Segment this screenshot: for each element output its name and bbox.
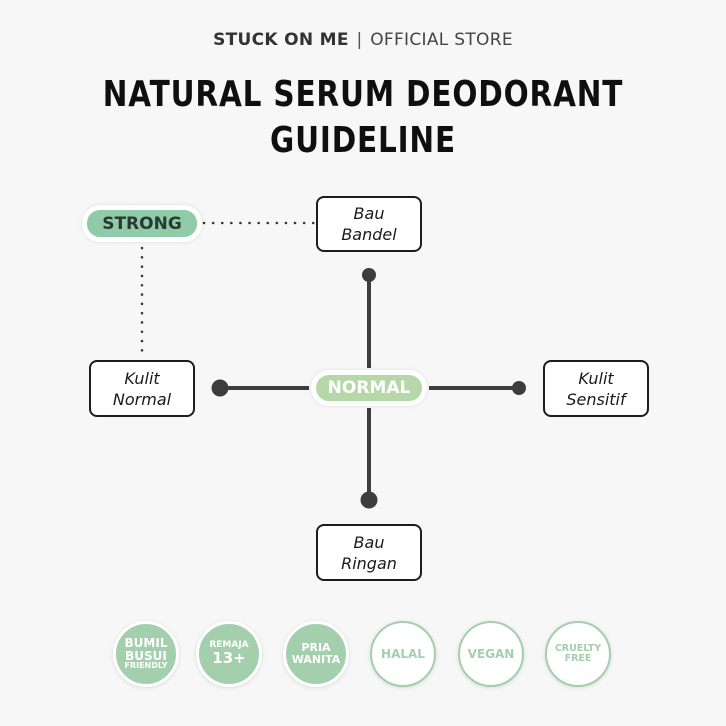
page-title-line1: NATURAL SERUM DEODORANT bbox=[102, 74, 624, 115]
label-line: Bandel bbox=[341, 225, 397, 244]
label-line: Bau bbox=[353, 204, 385, 223]
store-header: STUCK ON ME | OFFICIAL STORE bbox=[0, 30, 726, 50]
badge-cruelty-free: CRUELTY FREE bbox=[545, 621, 611, 687]
axis-endpoint-bottom bbox=[360, 491, 378, 509]
axis-endpoint-top bbox=[362, 268, 376, 282]
badge-text: VEGAN bbox=[467, 646, 515, 661]
badge-remaja-13: REMAJA 13+ bbox=[196, 621, 262, 687]
page-title-line2: GUIDELINE bbox=[270, 120, 456, 161]
badge-text: PRIA bbox=[301, 641, 331, 655]
normal-level-pill: NORMAL bbox=[311, 370, 427, 406]
badge-text: FREE bbox=[564, 653, 592, 664]
axis-label-bau-ringan: Bau Ringan bbox=[316, 524, 422, 581]
badge-text: REMAJA bbox=[209, 640, 249, 651]
badge-text: BUMIL bbox=[124, 636, 168, 651]
axis-label-bau-bandel: Bau Bandel bbox=[316, 196, 422, 252]
axis-label-kulit-sensitif: Kulit Sensitif bbox=[543, 360, 649, 417]
axis-endpoint-right bbox=[512, 381, 526, 395]
axis-endpoint-left bbox=[211, 379, 229, 397]
badge-text: CRUELTY bbox=[554, 643, 602, 655]
label-line: Kulit bbox=[124, 368, 160, 388]
strong-level-pill: STRONG bbox=[82, 205, 202, 242]
label-line: Ringan bbox=[341, 553, 397, 573]
store-label: OFFICIAL STORE bbox=[370, 30, 513, 50]
label-line: Bau bbox=[353, 532, 385, 552]
header-separator: | bbox=[356, 30, 363, 50]
badge-text: FRIENDLY bbox=[124, 661, 168, 671]
badge-bumil-busui-friendly: BUMIL BUSUI FRIENDLY bbox=[113, 621, 179, 687]
axis-label-kulit-normal: Kulit Normal bbox=[89, 360, 195, 417]
badge-text: 13+ bbox=[212, 648, 246, 667]
badge-pria-wanita: PRIA WANITA bbox=[283, 621, 349, 687]
brand-name: STUCK ON ME bbox=[213, 30, 349, 50]
label-line: Kulit bbox=[578, 368, 614, 388]
badge-text: WANITA bbox=[291, 653, 341, 666]
badge-vegan: VEGAN bbox=[458, 621, 524, 687]
label-line: Sensitif bbox=[566, 389, 626, 409]
badge-halal: HALAL bbox=[370, 621, 436, 687]
label-line: Normal bbox=[112, 389, 172, 409]
badge-text: HALAL bbox=[381, 646, 425, 661]
badge-text: BUSUI bbox=[125, 648, 167, 663]
